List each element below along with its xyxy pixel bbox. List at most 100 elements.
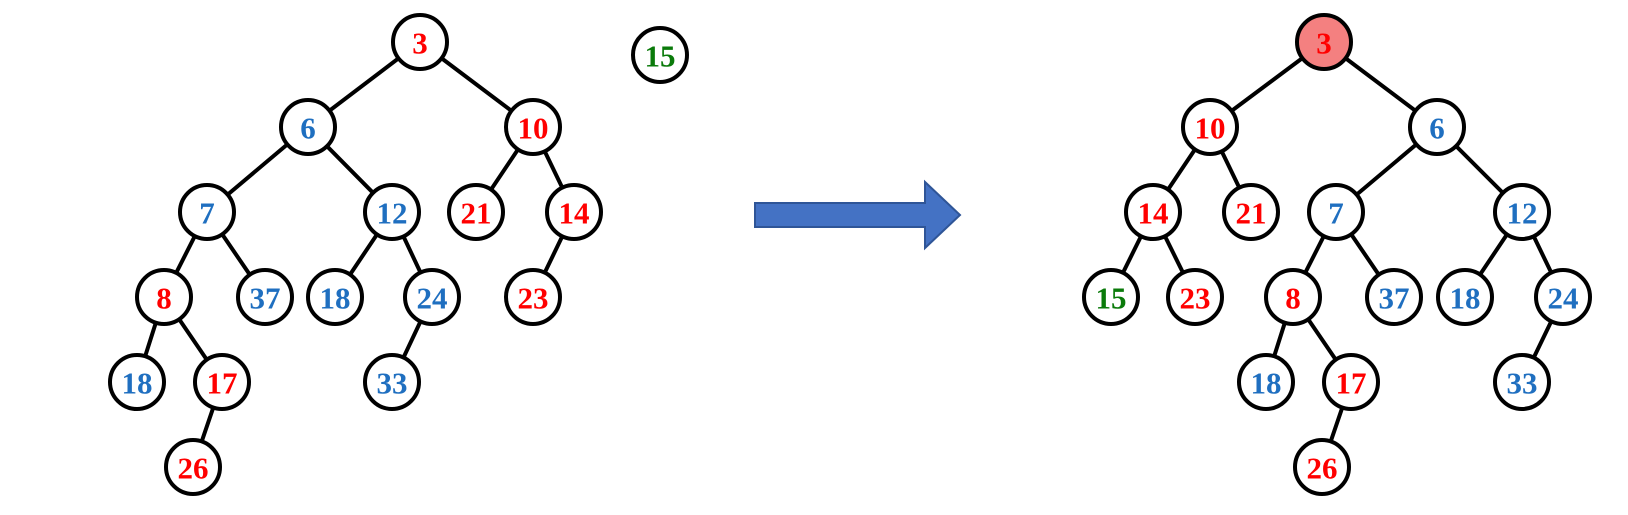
left-tree-node-label: 21	[461, 196, 492, 231]
inserted-node-15: 15	[631, 26, 689, 84]
right-tree-node-label: 7	[1328, 196, 1344, 231]
right-tree-node-23: 23	[1166, 268, 1224, 326]
right-tree-node-label: 3	[1316, 26, 1332, 61]
left-tree-node-circle	[306, 268, 364, 326]
right-tree-node-15: 15	[1082, 268, 1140, 326]
right-tree-node-label: 15	[1096, 281, 1127, 316]
left-tree-node-17: 17	[193, 353, 251, 411]
left-tree-node-37: 37	[236, 268, 294, 326]
left-tree-node-label: 18	[122, 366, 153, 401]
right-tree-node-circle	[1322, 353, 1380, 411]
right-tree-node-26: 26	[1293, 438, 1351, 496]
right-tree-node-6: 6	[1408, 98, 1466, 156]
left-tree-node-circle	[504, 268, 562, 326]
inserted-node-label: 15	[645, 39, 676, 74]
right-tree-node-12: 12	[1493, 183, 1551, 241]
right-tree-node-label: 23	[1180, 281, 1211, 316]
right-tree-node-37: 37	[1365, 268, 1423, 326]
left-tree-node-circle	[391, 13, 449, 71]
left-tree-node-label: 6	[300, 111, 316, 146]
left-tree-node-circle	[108, 353, 166, 411]
right-tree-node-label: 21	[1236, 196, 1267, 231]
right-tree-node-label: 8	[1285, 281, 1301, 316]
inserted-node-circle	[631, 26, 689, 84]
right-tree-nodes: 3 10 6 14 21 7 12 15 23 8 37 18 24 18 17 33 26	[1082, 13, 1592, 496]
left-tree-node-label: 17	[207, 366, 238, 401]
right-tree-node-label: 24	[1548, 281, 1579, 316]
right-tree-node-circle	[1082, 268, 1140, 326]
left-tree-node-circle	[135, 268, 193, 326]
right-tree-node-3: 3	[1295, 13, 1353, 71]
right-tree-node-circle	[1124, 183, 1182, 241]
right-tree-node-label: 18	[1450, 281, 1481, 316]
right-tree-node-label: 33	[1507, 366, 1538, 401]
left-tree-node-7: 7	[178, 183, 236, 241]
left-tree-node-circle	[236, 268, 294, 326]
left-tree-node-circle	[279, 98, 337, 156]
left-tree-node-circle	[504, 98, 562, 156]
right-tree-node-circle	[1293, 438, 1351, 496]
left-tree-node-circle	[193, 353, 251, 411]
left-tree-node-21: 21	[447, 183, 505, 241]
right-tree-node-label: 17	[1336, 366, 1367, 401]
right-tree-node-18: 18	[1237, 353, 1295, 411]
left-tree-node-label: 7	[199, 196, 215, 231]
right-tree-node-7: 7	[1307, 183, 1365, 241]
right-tree-node-label: 37	[1379, 281, 1410, 316]
right-tree-node-circle	[1181, 98, 1239, 156]
inserted-node-group: 15	[631, 26, 689, 84]
right-tree-node-circle	[1493, 353, 1551, 411]
right-tree-node-circle	[1264, 268, 1322, 326]
left-tree-node-label: 10	[518, 111, 549, 146]
left-tree-node-label: 26	[178, 451, 209, 486]
left-tree-node-23: 23	[504, 268, 562, 326]
left-tree-node-circle	[363, 183, 421, 241]
right-tree-node-18: 18	[1436, 268, 1494, 326]
right-tree-node-label: 10	[1195, 111, 1226, 146]
left-tree-node-label: 12	[377, 196, 408, 231]
left-tree-node-circle	[447, 183, 505, 241]
left-tree-node-label: 14	[559, 196, 590, 231]
left-tree-node-circle	[363, 353, 421, 411]
right-tree-node-circle	[1534, 268, 1592, 326]
right-tree: 3 10 6 14 21 7 12 15 23 8 37 18 24 18 17 33 26	[1082, 13, 1592, 496]
left-tree-node-18: 18	[108, 353, 166, 411]
right-tree-node-33: 33	[1493, 353, 1551, 411]
right-tree-node-label: 12	[1507, 196, 1538, 231]
right-tree-node-circle	[1222, 183, 1280, 241]
left-tree-node-label: 3	[412, 26, 428, 61]
left-tree-node-8: 8	[135, 268, 193, 326]
right-tree-node-24: 24	[1534, 268, 1592, 326]
right-tree-node-circle	[1237, 353, 1295, 411]
right-tree-node-circle	[1436, 268, 1494, 326]
right-tree-node-circle	[1295, 13, 1353, 71]
left-tree-node-3: 3	[391, 13, 449, 71]
right-tree-node-8: 8	[1264, 268, 1322, 326]
right-tree-node-circle	[1365, 268, 1423, 326]
left-tree-node-26: 26	[164, 438, 222, 496]
right-tree-node-circle	[1307, 183, 1365, 241]
left-tree-node-12: 12	[363, 183, 421, 241]
right-tree-node-label: 6	[1429, 111, 1445, 146]
left-tree-node-label: 8	[156, 281, 172, 316]
right-tree-node-10: 10	[1181, 98, 1239, 156]
left-tree-node-label: 23	[518, 281, 549, 316]
left-tree-node-circle	[545, 183, 603, 241]
right-tree-node-circle	[1408, 98, 1466, 156]
right-tree-node-21: 21	[1222, 183, 1280, 241]
left-tree-node-label: 37	[250, 281, 281, 316]
right-tree-node-17: 17	[1322, 353, 1380, 411]
right-tree-node-label: 26	[1307, 451, 1338, 486]
left-tree-node-circle	[403, 268, 461, 326]
left-tree-node-18: 18	[306, 268, 364, 326]
right-tree-node-circle	[1166, 268, 1224, 326]
transform-arrow-icon	[754, 179, 962, 251]
left-tree-node-33: 33	[363, 353, 421, 411]
left-tree-node-14: 14	[545, 183, 603, 241]
right-tree-node-label: 14	[1138, 196, 1169, 231]
left-tree-node-circle	[178, 183, 236, 241]
left-tree-node-6: 6	[279, 98, 337, 156]
